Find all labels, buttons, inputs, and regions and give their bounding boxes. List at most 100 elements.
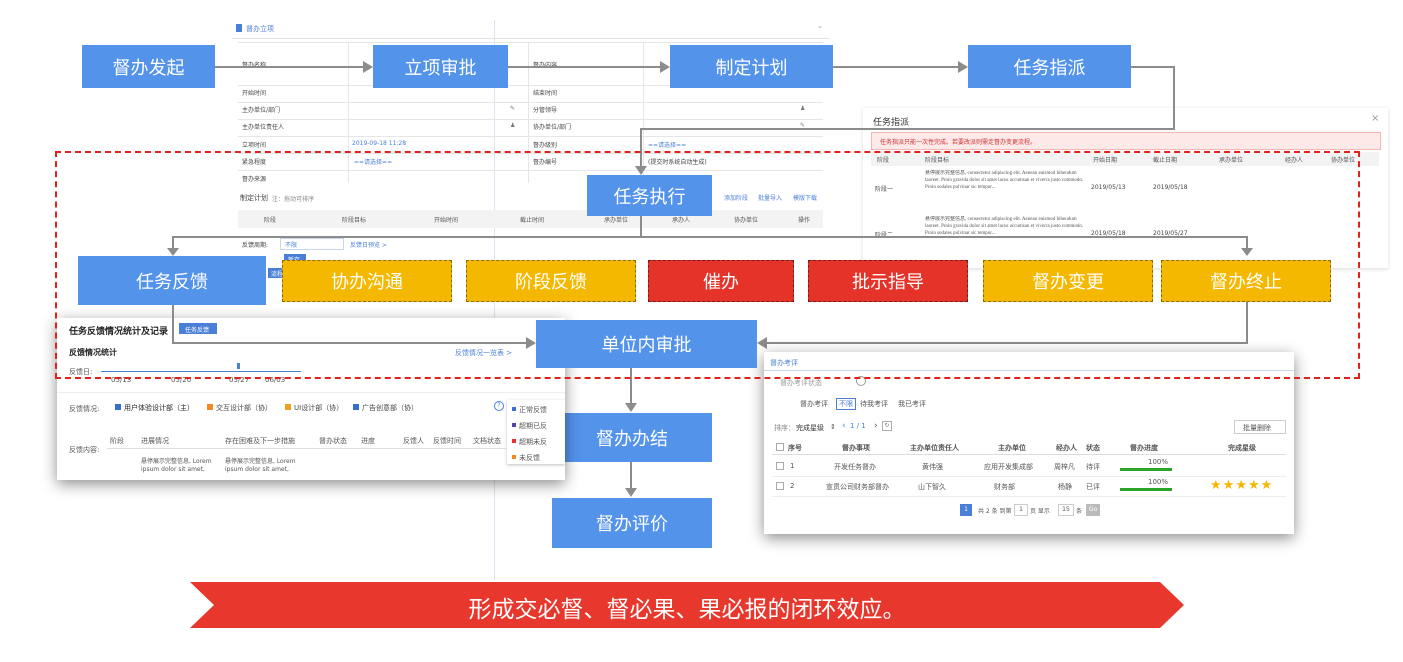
evaluation-panel: 督办考评 督办考评状态 督办考评 不限 待我考评 我已考评 排序： 完成星级 ⇕…	[764, 352, 1294, 534]
timeline-date: 05/13	[111, 376, 132, 384]
sort-label: 排序：	[774, 424, 795, 432]
eval-filter-label: 督办考评状态	[780, 379, 822, 387]
eval-table-header: 序号 督办事项 主办单位责任人 主办单位 经办人 状态 督办进度 完成星级	[772, 440, 1286, 455]
edit-icon[interactable]: ✎	[510, 105, 516, 112]
urgency-select[interactable]: ==请选择==	[354, 159, 393, 166]
submit-button[interactable]: 流程	[268, 268, 288, 278]
dept-tab[interactable]: 广告创意部（协）	[362, 404, 418, 412]
checkbox[interactable]	[776, 462, 784, 470]
cycle-label: 反馈周期:	[242, 242, 269, 249]
timeline-date: 05/20	[171, 376, 192, 384]
arrow-head-icon	[635, 166, 647, 175]
pager-total: 共 2 条 到第	[978, 508, 1012, 515]
template-download-link[interactable]: 模版下载	[793, 195, 818, 202]
field-label: 督办编号	[533, 159, 558, 166]
dept-tab[interactable]: 交互设计部（协）	[216, 404, 272, 412]
user-icon[interactable]: ♟	[800, 105, 806, 112]
user-icon[interactable]: ♟	[510, 122, 516, 129]
dept-tab[interactable]: UI设计部（协）	[294, 404, 344, 412]
legend-item: 正常反馈	[519, 406, 547, 414]
edit-icon[interactable]: ✎	[800, 122, 806, 129]
tab-pending[interactable]: 待我考评	[860, 400, 888, 408]
assign-start: 2019/05/18	[1091, 230, 1126, 237]
node-terminate: 督办终止	[1161, 260, 1331, 302]
cycle-select[interactable]: 不限	[280, 238, 344, 250]
field-label: 紧急程度	[242, 159, 267, 166]
arrow-head-icon	[526, 337, 536, 349]
page-next-icon[interactable]: ›	[874, 421, 878, 431]
node-close: 督办办结	[552, 413, 712, 462]
tab-done[interactable]: 我已考评	[898, 400, 926, 408]
sort-select[interactable]: 完成星级	[796, 424, 824, 432]
page-prev-icon[interactable]: ‹	[842, 421, 846, 431]
assign-goal: 悬停展示完整信息, consectetur adipiscing elit. A…	[925, 171, 1084, 190]
pager-size-unit: 条	[1076, 508, 1083, 515]
dept-swatch	[207, 404, 213, 410]
table-row[interactable]: 2 宣贯公司财务部督办 山下智久 财务部 杨静 已评 100% ★★★★★	[772, 476, 1286, 497]
connector-line	[172, 305, 174, 344]
field-label: 协办单位/部门	[533, 124, 572, 131]
star-icon: ★	[1210, 478, 1223, 493]
chevron-down-icon[interactable]: ⌄	[817, 22, 823, 30]
cycle-preview-link[interactable]: 反馈日预览 >	[350, 242, 387, 249]
legend-item: 超期已反	[519, 422, 547, 430]
banner-text: 形成交必督、督必果、果必报的闭环效应。	[468, 597, 906, 623]
eval-title: 督办考评	[770, 359, 798, 367]
eval-tabs-label: 督办考评	[800, 400, 828, 408]
field-label: 分管领导	[533, 107, 558, 114]
help-icon[interactable]: ?	[494, 401, 504, 411]
assign-end: 2019/05/27	[1153, 230, 1188, 237]
connector-line	[172, 236, 640, 238]
legend-item: 超期未反	[519, 438, 547, 446]
feedback-progress-text: 悬停展示完整信息, Lorem ipsum dolor sit amet,	[141, 458, 212, 473]
field-label: 结束时间	[533, 90, 558, 97]
pager-page-input[interactable]: 1	[1014, 504, 1028, 516]
batch-delete-button[interactable]: 批量删除	[1234, 420, 1286, 434]
field-label: 督办来源	[242, 176, 267, 183]
field-label: 主办单位责任人	[242, 124, 285, 131]
assign-end: 2019/05/18	[1153, 184, 1188, 191]
timeline-date: 05/27	[229, 376, 250, 384]
node-instruct: 批示指导	[808, 260, 968, 302]
assign-stage: 阶段二	[875, 230, 893, 239]
assign-table-header: 阶段 阶段目标 开始日期 截止日期 承办单位 经办人 协办单位	[871, 152, 1379, 166]
table-row[interactable]: 1 开发任务督办 黄伟强 应用开发集成部 周梓凡 待评 100%	[772, 456, 1286, 477]
feedback-day-label: 反馈日:	[69, 368, 93, 376]
sort-arrow-icon[interactable]: ⇕	[830, 423, 836, 431]
connector-line	[1246, 302, 1248, 344]
connector-line	[640, 216, 642, 238]
field-label: 督办内容	[533, 60, 557, 69]
pager-current[interactable]: 1	[960, 504, 972, 516]
pager-go-button[interactable]: Go	[1086, 504, 1100, 516]
plan-table-header: 阶段 阶段目标 开始时间 截止时间 承办单位 承办人 协办单位 操作	[238, 210, 823, 228]
timeline-marker[interactable]	[237, 363, 240, 369]
toggle-circle-icon[interactable]	[856, 376, 866, 386]
checkbox[interactable]	[776, 482, 784, 490]
feedback-list-link[interactable]: 反馈情况一览表 >	[455, 349, 513, 357]
add-stage-link[interactable]: 添加阶段	[724, 195, 749, 202]
checkbox[interactable]	[776, 443, 784, 451]
tab-all[interactable]: 不限	[836, 398, 856, 410]
code-hint: (提交时系统自动生成)	[648, 159, 707, 166]
level-select[interactable]: ==请选择==	[648, 142, 687, 149]
refresh-icon[interactable]: ↻	[882, 421, 892, 431]
feedback-button[interactable]: 任务反馈	[179, 323, 217, 334]
plan-hint: 注：拖动可排序	[272, 196, 315, 203]
eval-title-underline	[764, 370, 1294, 371]
node-change: 督办变更	[983, 260, 1153, 302]
assign-start: 2019/05/13	[1091, 184, 1126, 191]
dept-tab[interactable]: 用户体验设计部（主）	[124, 404, 194, 412]
connector-line	[1173, 66, 1175, 130]
connector-line	[640, 128, 1175, 130]
pager-size[interactable]: 15	[1058, 504, 1074, 516]
star-icon: ★	[1247, 478, 1261, 493]
start-date-value[interactable]: 2019-09-18 11:28	[352, 140, 407, 147]
close-icon[interactable]: ×	[1371, 113, 1380, 124]
node-make-plan: 制定计划	[670, 45, 833, 88]
node-feedback: 任务反馈	[78, 256, 266, 305]
node-evaluate: 督办评价	[552, 498, 712, 548]
connector-line	[172, 342, 528, 344]
legend-swatch	[512, 407, 516, 411]
star-icon: ★	[1222, 478, 1236, 493]
batch-import-link[interactable]: 批量导入	[758, 195, 783, 202]
